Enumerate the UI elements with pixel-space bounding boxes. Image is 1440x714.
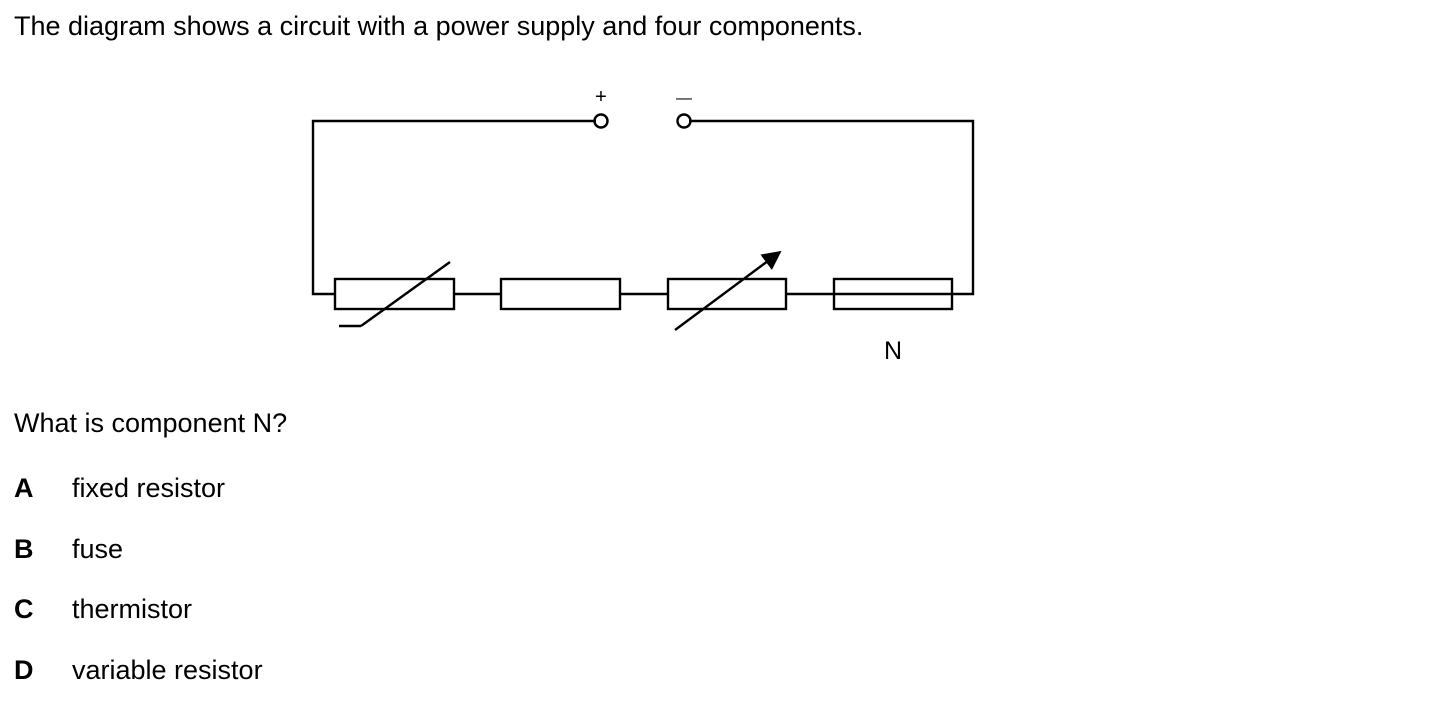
- positive-terminal-label: +: [595, 86, 607, 108]
- negative-terminal: [678, 115, 691, 128]
- variable-resistor-symbol: [668, 252, 786, 330]
- option-letter: B: [14, 533, 72, 565]
- option-letter: D: [14, 654, 72, 686]
- option-text: fuse: [72, 533, 123, 565]
- wire-right: [689, 121, 973, 294]
- positive-terminal: [595, 115, 608, 128]
- fixed-resistor-symbol: [501, 279, 620, 309]
- option-letter: A: [14, 472, 72, 504]
- option-text: thermistor: [72, 593, 192, 625]
- thermistor-symbol: [335, 262, 454, 326]
- component-n-label: N: [884, 337, 902, 365]
- option-letter: C: [14, 593, 72, 625]
- option-text: variable resistor: [72, 654, 263, 686]
- fuse-symbol: [834, 279, 952, 309]
- option-text: fixed resistor: [72, 472, 225, 504]
- wire-left: [313, 121, 596, 294]
- negative-terminal-label: —: [676, 90, 692, 107]
- question-text: What is component N?: [14, 407, 287, 439]
